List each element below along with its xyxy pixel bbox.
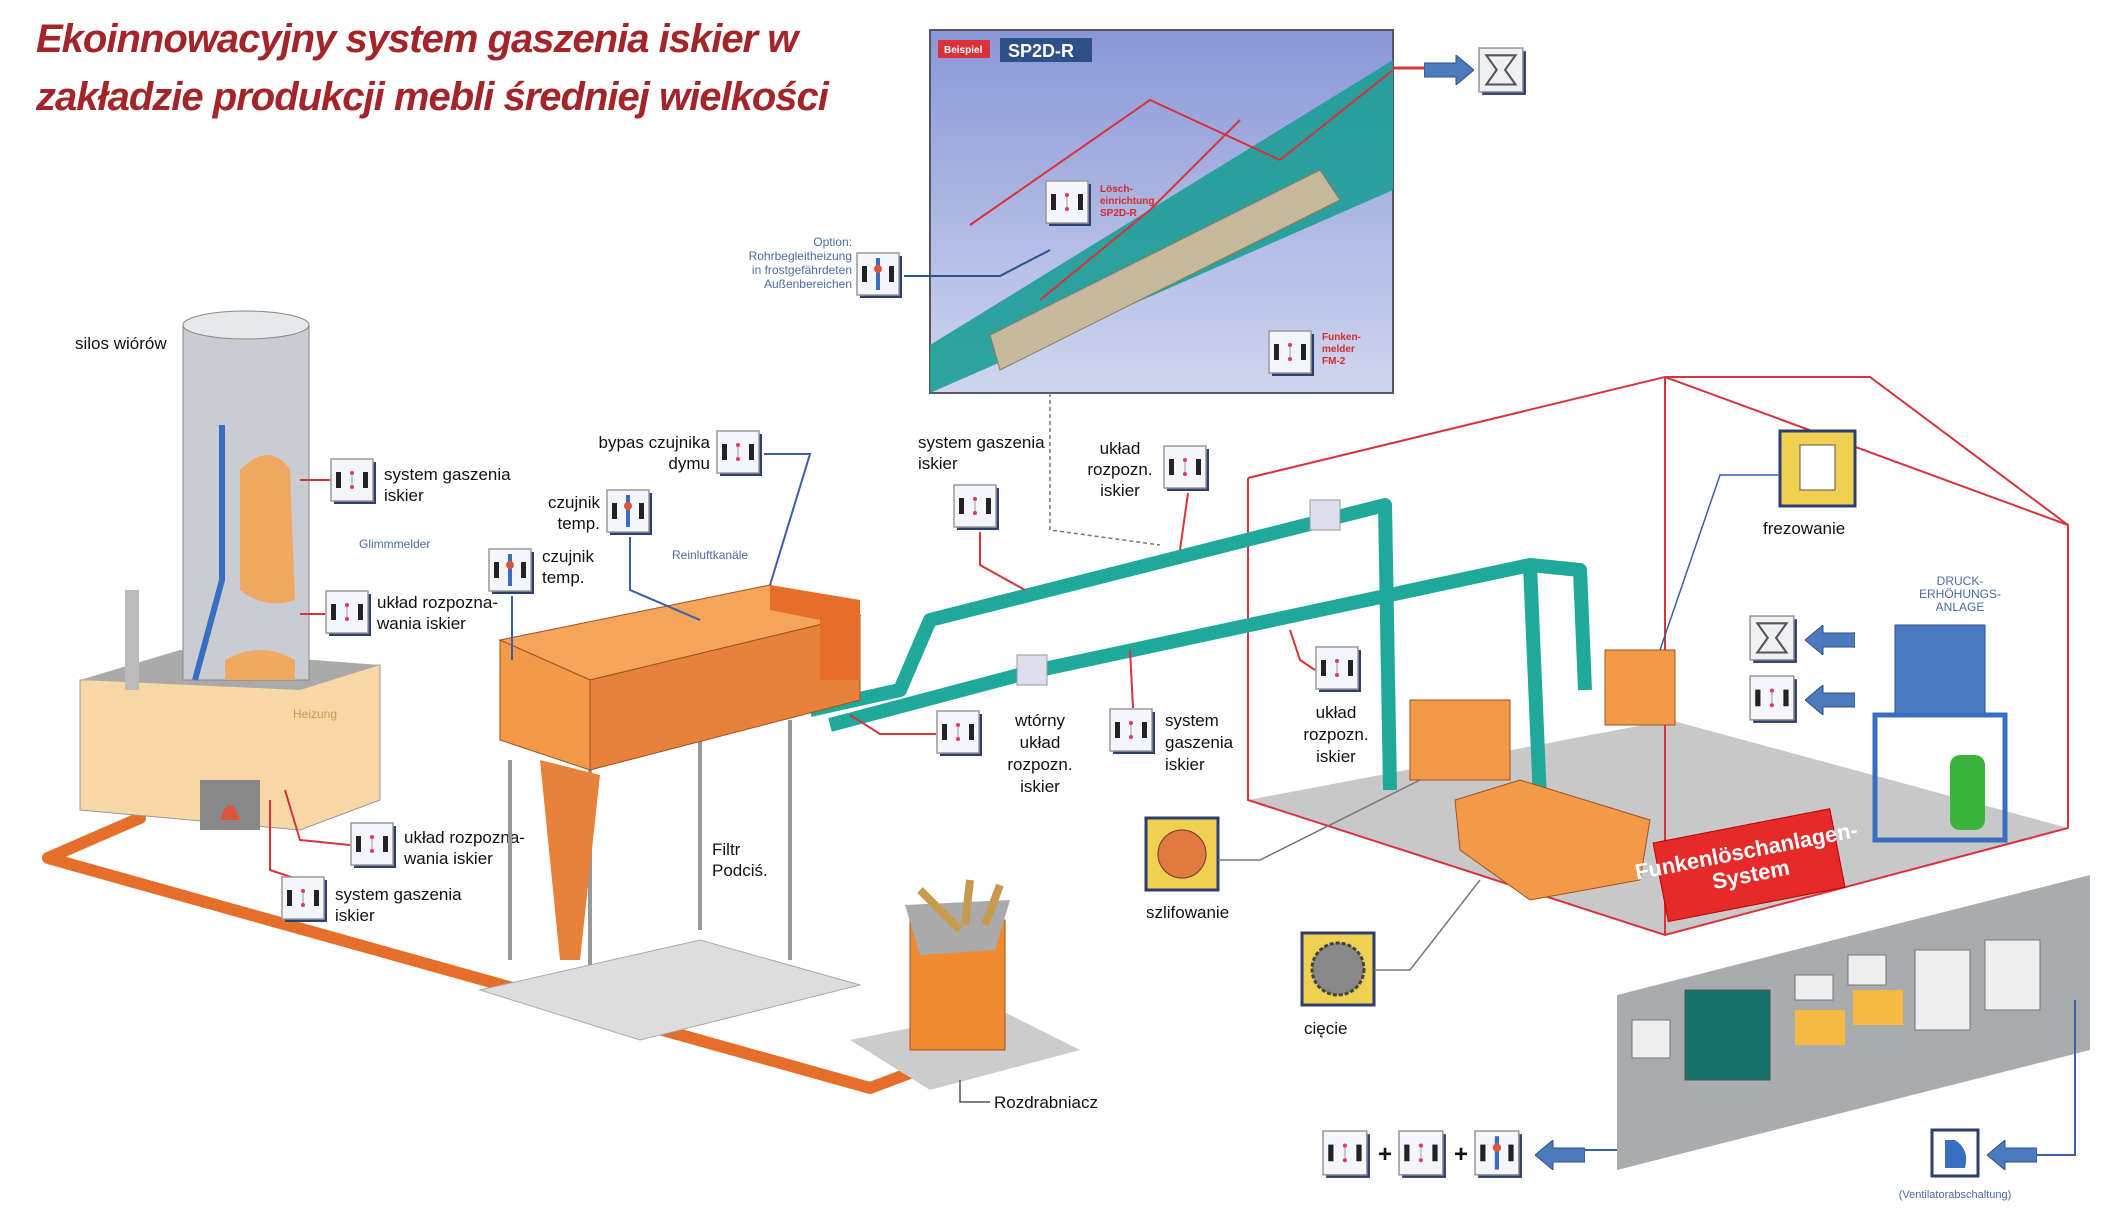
silo-label: silos wiórów	[75, 334, 167, 353]
duct-detector-icon	[1163, 445, 1210, 492]
pump-arrow-1-icon	[1805, 625, 1855, 655]
title-line-2: zakładzie produkcji mebli średniej wielk…	[35, 75, 830, 119]
inset-badge	[938, 40, 990, 58]
cutting-label: cięcie	[1304, 1019, 1347, 1038]
silo-detector-icon	[325, 590, 372, 637]
shredder-label: Rozdrabniacz	[994, 1093, 1098, 1112]
temp-sensor-1-icon	[606, 489, 653, 536]
chip-silo	[79, 310, 381, 831]
fan-off-label: (Ventilatorabschaltung)	[1899, 1189, 2012, 1201]
silo-detector-label: układ rozpozna-wania iskier	[376, 593, 498, 633]
temp-sensor-2-icon	[488, 548, 535, 595]
extinguisher-icon	[1045, 180, 1092, 227]
control-panel	[1617, 875, 2090, 1170]
clean-air-duct-label: Reinluftkanäle	[672, 548, 748, 562]
milling-label: frezowanie	[1763, 519, 1845, 538]
svg-text:+: +	[1378, 1141, 1392, 1168]
duct-extinguisher-icon	[953, 484, 1000, 531]
pump-sensor-icon	[1749, 675, 1798, 724]
fan-icon	[1930, 1128, 1980, 1178]
glimmmelder-label: Glimmmelder	[359, 537, 430, 551]
pump-arrow-2-icon	[1805, 685, 1855, 715]
signal-arrow-icon	[1424, 55, 1474, 85]
output-arrow-icon	[1535, 1140, 1585, 1170]
secondary-duct-valve	[1016, 654, 1048, 686]
sanding-label: szlifowanie	[1146, 903, 1229, 922]
heating-detector-label: układ rozpozna-wania iskier	[403, 828, 525, 868]
shredder	[850, 879, 1080, 1090]
machines	[1409, 649, 1676, 901]
pressure-boost-unit	[1872, 624, 2008, 843]
output-sensor-2-icon	[1398, 1130, 1447, 1179]
extraction-ducts	[808, 498, 1592, 801]
heating-detector-icon	[350, 822, 397, 869]
heating-label: Heizung	[293, 707, 337, 721]
fan-arrow-icon	[1987, 1140, 2037, 1170]
heating-extinguisher-icon	[281, 876, 328, 923]
secondary-detector-icon	[936, 710, 983, 757]
detector-icon	[1268, 330, 1315, 377]
output-heating-icon	[1474, 1130, 1523, 1179]
inset-model: SP2D-R	[1008, 41, 1074, 61]
smoke-bypass-icon	[716, 430, 763, 477]
title-line-1: Ekoinnowacyjny system gaszenia iskier w	[36, 17, 801, 61]
svg-text:+: +	[1454, 1141, 1468, 1168]
inset-badge-text: Beispiel	[944, 45, 983, 56]
duct-valve	[1309, 499, 1341, 531]
silo-extinguisher-icon	[330, 458, 377, 505]
heating-thermometer-icon	[856, 252, 903, 299]
duct2-extinguisher-icon	[1109, 708, 1156, 755]
pressure-boost-label: DRUCK-ERHÖHUNGS-ANLAGE	[1919, 574, 2001, 614]
valve-icon	[1478, 47, 1527, 96]
pump-valve-icon	[1749, 615, 1798, 664]
hall-detector-icon	[1315, 646, 1362, 693]
vacuum-filter	[478, 584, 862, 1041]
output-sensor-1-icon	[1322, 1130, 1371, 1179]
